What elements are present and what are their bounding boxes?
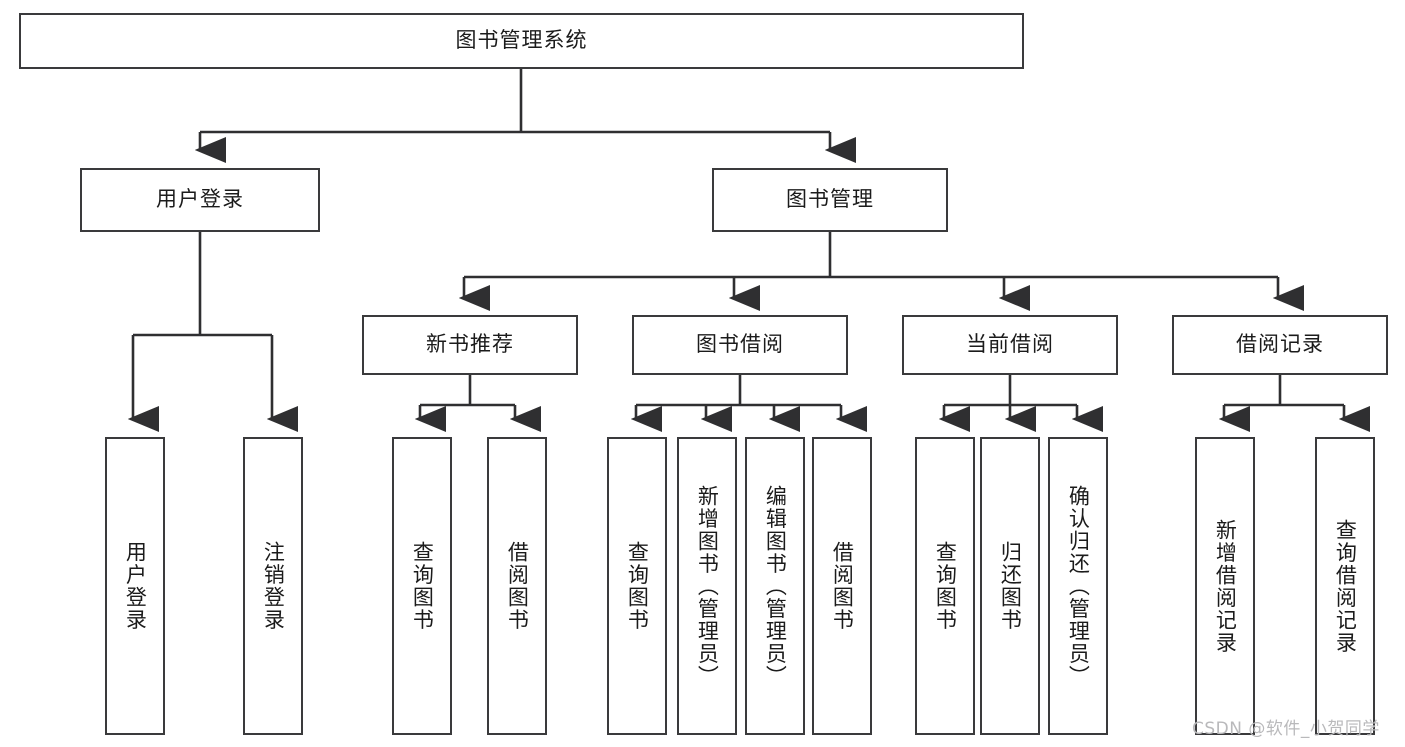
leaf-query-book-2[interactable]: 查询图书 [607,437,667,735]
leaf-query-book-3-label: 查询图书 [933,541,958,631]
leaf-edit-book[interactable]: 编辑图书（管理员） [745,437,805,735]
csdn-watermark: CSDN @软件_小贺同学 [1192,719,1380,739]
leaf-add-record-label: 新增借阅记录 [1213,518,1238,654]
node-new-book-recommend-label: 新书推荐 [426,332,514,357]
node-book-manage-label: 图书管理 [786,187,874,212]
node-borrow-record[interactable]: 借阅记录 [1172,315,1388,375]
node-root-label: 图书管理系统 [455,28,588,53]
node-book-manage[interactable]: 图书管理 [712,168,948,232]
leaf-confirm-return-label: 确认归还（管理员） [1066,484,1091,688]
node-user-login[interactable]: 用户登录 [80,168,320,232]
leaf-add-book[interactable]: 新增图书（管理员） [677,437,737,735]
node-new-book-recommend[interactable]: 新书推荐 [362,315,578,375]
node-borrow-record-label: 借阅记录 [1236,332,1324,357]
node-current-borrow[interactable]: 当前借阅 [902,315,1118,375]
leaf-query-record-label: 查询借阅记录 [1333,518,1358,654]
node-root[interactable]: 图书管理系统 [19,13,1024,69]
leaf-query-book-2-label: 查询图书 [625,541,650,631]
leaf-borrow-book-1[interactable]: 借阅图书 [487,437,547,735]
leaf-return-book-label: 归还图书 [998,541,1023,631]
leaf-query-book-1[interactable]: 查询图书 [392,437,452,735]
leaf-confirm-return[interactable]: 确认归还（管理员） [1048,437,1108,735]
leaf-edit-book-label: 编辑图书（管理员） [763,484,788,688]
leaf-add-book-label: 新增图书（管理员） [695,484,720,688]
leaf-user-login[interactable]: 用户登录 [105,437,165,735]
leaf-query-record[interactable]: 查询借阅记录 [1315,437,1375,735]
leaf-logout-login-label: 注销登录 [261,541,286,631]
node-book-borrow-label: 图书借阅 [696,332,784,357]
leaf-logout-login[interactable]: 注销登录 [243,437,303,735]
leaf-add-record[interactable]: 新增借阅记录 [1195,437,1255,735]
node-book-borrow[interactable]: 图书借阅 [632,315,848,375]
node-current-borrow-label: 当前借阅 [966,332,1054,357]
leaf-query-book-1-label: 查询图书 [410,541,435,631]
leaf-borrow-book-2-label: 借阅图书 [830,541,855,631]
leaf-user-login-label: 用户登录 [123,541,148,631]
leaf-borrow-book-1-label: 借阅图书 [505,541,530,631]
node-user-login-label: 用户登录 [156,187,244,212]
leaf-borrow-book-2[interactable]: 借阅图书 [812,437,872,735]
leaf-query-book-3[interactable]: 查询图书 [915,437,975,735]
leaf-return-book[interactable]: 归还图书 [980,437,1040,735]
